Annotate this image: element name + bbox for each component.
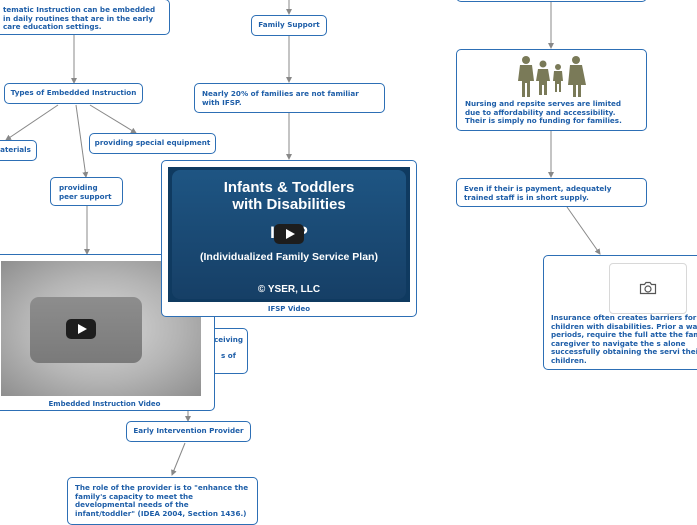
- node-text: The role of the provider is to "enhance …: [75, 483, 249, 518]
- family-icon: [518, 56, 586, 97]
- insurance-barriers-node[interactable]: Insurance often creates barriers for wit…: [543, 255, 697, 370]
- node-text: Nearly 20% of families are not familiar …: [202, 89, 359, 107]
- node-text: aterials: [0, 145, 31, 155]
- ifsp-subtitle: (Individualized Family Service Plan): [200, 251, 378, 263]
- node-text: Early Intervention Provider: [133, 426, 244, 436]
- play-icon[interactable]: [66, 319, 96, 339]
- node-fragment: s of: [221, 351, 236, 360]
- camera-icon: [639, 281, 657, 295]
- node-text: Nursing and repsite serves are limited d…: [465, 99, 622, 126]
- connector: [89, 104, 137, 134]
- connector: [75, 104, 89, 178]
- family-support-node[interactable]: Family Support: [251, 15, 327, 36]
- play-icon[interactable]: [274, 224, 304, 244]
- early-intervention-provider-node[interactable]: Early Intervention Provider: [126, 421, 251, 442]
- embedded-video-caption: Embedded Instruction Video: [48, 400, 161, 408]
- ifsp-video-node[interactable]: Infants & Toddlers with Disabilities IFS…: [161, 160, 417, 317]
- node-text: Family Support: [258, 20, 320, 30]
- node-text: tematic Instruction can be embedded in d…: [3, 5, 156, 32]
- special-equipment-node[interactable]: providing special equipment: [89, 133, 216, 154]
- materials-node[interactable]: aterials: [0, 140, 37, 161]
- provider-role-node[interactable]: The role of the provider is to "enhance …: [67, 477, 258, 525]
- systematic-instruction-node[interactable]: tematic Instruction can be embedded in d…: [0, 0, 170, 35]
- image-placeholder: [609, 263, 687, 314]
- node-text: Types of Embedded Instruction: [10, 88, 137, 98]
- node-text: providing special equipment: [94, 138, 211, 148]
- ifsp-title-line: with Disabilities: [232, 196, 346, 213]
- nursing-respite-node[interactable]: Nursing and repsite serves are limited d…: [456, 49, 647, 131]
- trained-staff-node[interactable]: Even if their is payment, adequately tra…: [456, 178, 647, 207]
- ifsp-title-line: Infants & Toddlers: [223, 179, 355, 196]
- types-of-embedded-instruction-node[interactable]: Types of Embedded Instruction: [4, 83, 143, 104]
- top-right-node[interactable]: [456, 0, 647, 2]
- node-text: Even if their is payment, adequately tra…: [464, 184, 612, 202]
- connector: [5, 104, 59, 141]
- nearly-20-percent-node[interactable]: Nearly 20% of families are not familiar …: [194, 83, 385, 113]
- ifsp-copyright: © YSER, LLC: [257, 284, 321, 295]
- node-text: providing peer support: [59, 183, 112, 201]
- ifsp-video-thumbnail[interactable]: Infants & Toddlers with Disabilities IFS…: [168, 167, 410, 302]
- connector: [171, 442, 186, 476]
- node-fragment: ceiving: [214, 335, 244, 344]
- peer-support-node[interactable]: providing peer support: [50, 177, 123, 206]
- node-text: Insurance often creates barriers for wit…: [551, 313, 697, 365]
- connector: [566, 206, 601, 255]
- ifsp-video-caption: IFSP Video: [267, 305, 311, 313]
